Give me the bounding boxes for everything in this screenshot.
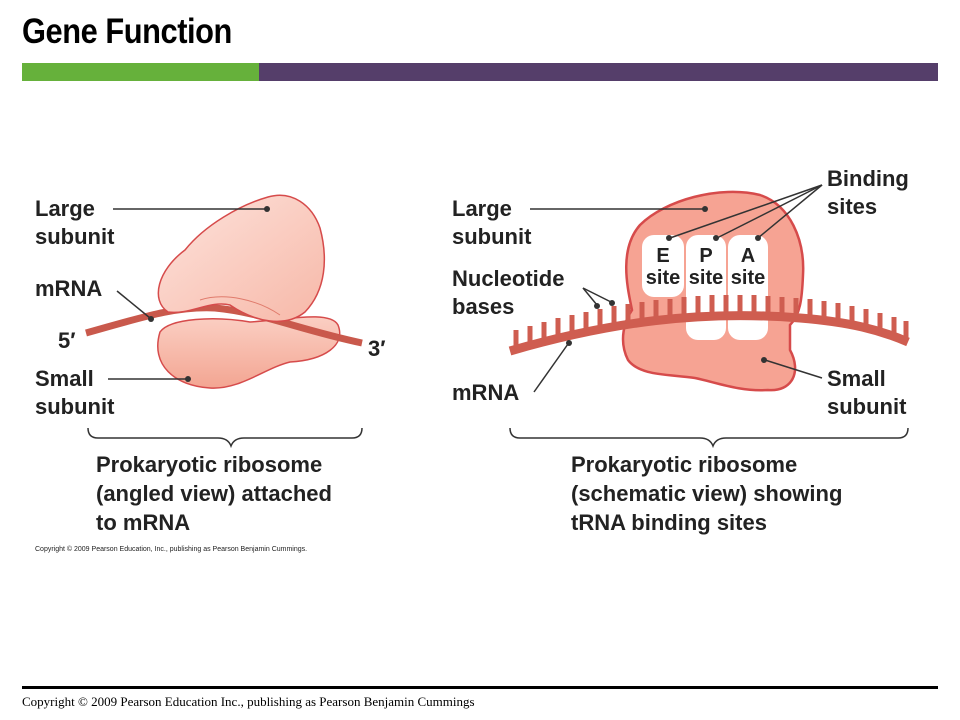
left-small-subunit-label-line1: Small xyxy=(35,366,94,391)
left-caption-brace xyxy=(87,427,363,449)
binding-sites-label-line1: Binding xyxy=(827,166,909,191)
right-mrna-label: mRNA xyxy=(452,380,519,405)
left-small-subunit-label-line2: subunit xyxy=(35,394,115,419)
right-labels: Large subunit Binding sites Nucleotide b… xyxy=(452,166,909,535)
left-large-subunit xyxy=(157,194,326,323)
figure-copyright: Copyright © 2009 Pearson Education, Inc.… xyxy=(35,545,307,553)
right-large-subunit-label-line1: Large xyxy=(452,196,512,221)
binding-sites-label-line2: sites xyxy=(827,194,877,219)
title-accent-bar-purple xyxy=(259,63,938,81)
right-ribosome-schematic-view: E site P site A site xyxy=(508,190,910,392)
left-caption-line2: (angled view) attached xyxy=(96,481,332,506)
e-site-word: site xyxy=(646,267,680,289)
a-site-letter: A xyxy=(741,245,755,267)
right-caption-line1: Prokaryotic ribosome xyxy=(571,452,797,477)
left-mrna-label: mRNA xyxy=(35,276,102,301)
footer-divider xyxy=(22,686,938,689)
p-site-letter: P xyxy=(699,245,712,267)
right-large-subunit-label-line2: subunit xyxy=(452,224,532,249)
left-caption-line1: Prokaryotic ribosome xyxy=(96,452,322,477)
right-mrna-strand xyxy=(508,311,910,356)
title-accent-bar-green xyxy=(22,63,259,81)
right-small-subunit-label-line1: Small xyxy=(827,366,886,391)
left-labels: Large subunit mRNA 5′ 3′ Small subunit P… xyxy=(35,196,386,535)
left-five-prime-label: 5′ xyxy=(58,328,76,353)
left-three-prime-label: 3′ xyxy=(368,336,386,361)
left-small-subunit xyxy=(157,316,341,389)
nucleotide-bases-label-line2: bases xyxy=(452,294,514,319)
right-caption-brace xyxy=(509,427,909,449)
slide-title: Gene Function xyxy=(22,12,232,51)
left-large-subunit-label-line2: subunit xyxy=(35,224,115,249)
left-caption-line3: to mRNA xyxy=(96,510,190,535)
right-small-subunit-label-line2: subunit xyxy=(827,394,907,419)
e-site-pocket xyxy=(642,235,684,297)
a-site-word: site xyxy=(731,267,765,289)
right-caption-line3: tRNA binding sites xyxy=(571,510,767,535)
slide-footer-copyright: Copyright © 2009 Pearson Education Inc.,… xyxy=(22,694,475,709)
nucleotide-bases-label-line1: Nucleotide xyxy=(452,266,564,291)
left-mrna-strand xyxy=(85,304,363,347)
left-large-subunit-label-line1: Large xyxy=(35,196,95,221)
nucleotide-bases xyxy=(513,295,909,349)
p-site-word: site xyxy=(689,267,723,289)
left-ribosome-angled-view xyxy=(85,194,363,389)
right-caption-line2: (schematic view) showing xyxy=(571,481,842,506)
e-site-letter: E xyxy=(656,245,669,267)
